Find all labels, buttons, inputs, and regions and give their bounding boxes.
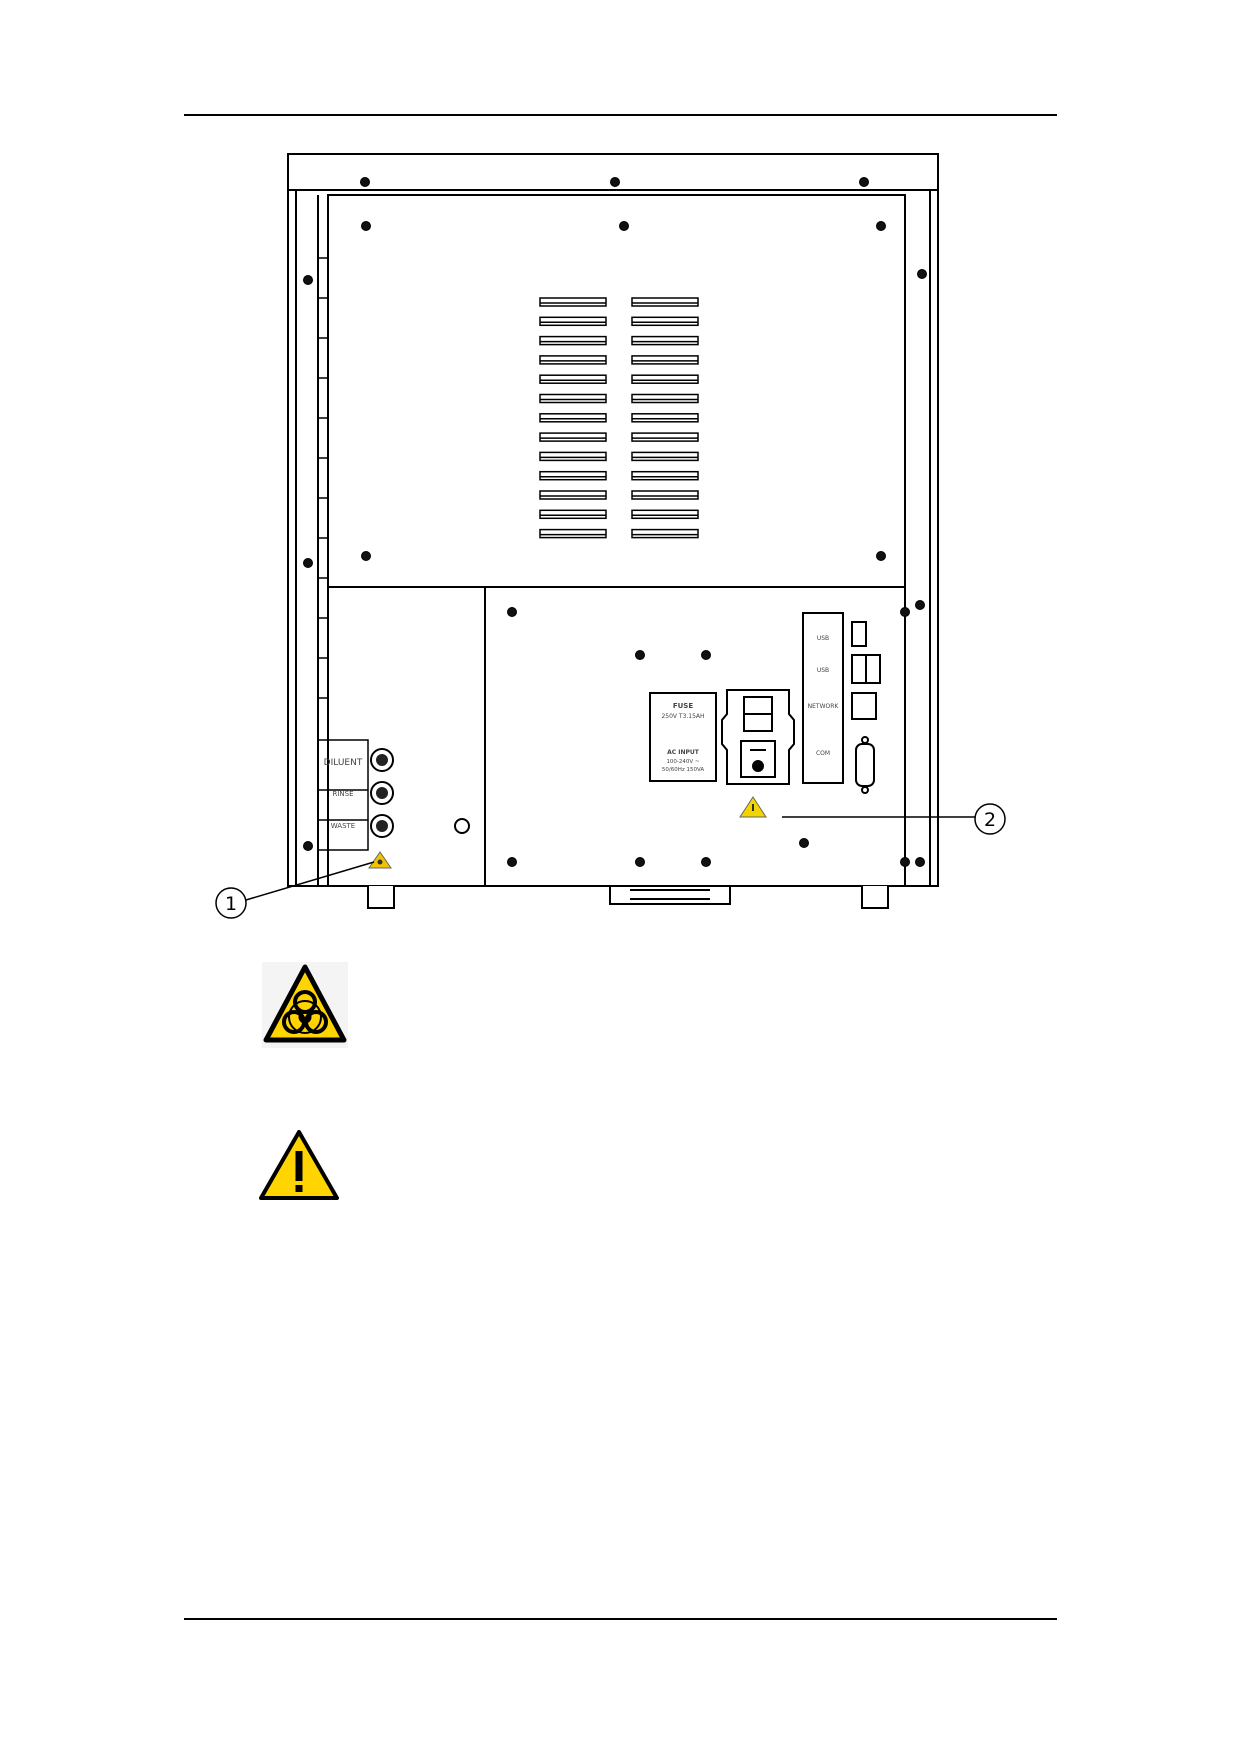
vent-slot (539, 413, 607, 423)
vent-slot (631, 509, 699, 520)
vent-slot (539, 355, 607, 365)
callout-1 (215, 887, 247, 919)
vent-slot (631, 451, 699, 462)
vent-slot (539, 297, 607, 307)
screw (361, 551, 371, 561)
usb-port-1 (851, 621, 867, 647)
screw (701, 857, 711, 867)
device-caution-sticker (739, 796, 767, 818)
vent-slot (539, 374, 607, 384)
vent-slot (631, 490, 699, 500)
network-port (851, 692, 877, 720)
screw (915, 857, 925, 867)
waste-label: WASTE (331, 822, 355, 830)
ac-input-frequency: 50/60Hz 150VA (662, 767, 705, 773)
network-label: NETWORK (808, 703, 840, 710)
vent-slot (539, 470, 607, 481)
port-label-panel (802, 612, 844, 784)
screw (303, 558, 313, 568)
screw (915, 600, 925, 610)
vent-slot (539, 432, 607, 442)
vent-slot (539, 451, 607, 462)
screw (876, 551, 886, 561)
screw (799, 838, 809, 848)
screw (507, 607, 517, 617)
fuse-label-plate (649, 692, 717, 782)
screw (635, 857, 645, 867)
callout-2-number: 2 (984, 809, 996, 831)
caution-warning-icon (259, 1130, 339, 1200)
fuse-rating: 250V T3.15AH (661, 713, 704, 720)
screw (303, 841, 313, 851)
usb-label-1: USB (817, 635, 829, 642)
vent-slot (539, 528, 607, 539)
callout-2 (974, 803, 1006, 835)
screw (900, 857, 910, 867)
connector-label-strip (317, 739, 369, 851)
screw (876, 221, 886, 231)
com-port (855, 743, 875, 787)
ac-input-voltage: 100-240V ~ (666, 759, 699, 765)
diluent-label: DILUENT (324, 758, 363, 768)
vent-slot (539, 509, 607, 520)
screw (361, 221, 371, 231)
vent-slot (539, 490, 607, 500)
vent-slot (631, 297, 699, 307)
com-label: COM (816, 750, 830, 757)
footer-rule (184, 1618, 1057, 1620)
vent-slot (631, 470, 699, 481)
vent-slot (631, 413, 699, 423)
fuse-title: FUSE (673, 702, 694, 710)
screw (859, 177, 869, 187)
rinse-label: RINSE (332, 790, 353, 798)
vent-slot (539, 335, 607, 346)
ventilation-grille (539, 297, 699, 539)
left-foot (367, 886, 395, 909)
vent-slot (631, 393, 699, 404)
device-biohazard-sticker (368, 851, 392, 869)
screw (619, 221, 629, 231)
callout-1-number: 1 (225, 893, 237, 915)
spare-port (454, 818, 470, 834)
screw (303, 275, 313, 285)
screw (635, 650, 645, 660)
vent-slot (631, 528, 699, 539)
bottom-bracket (609, 885, 731, 905)
vent-slot (631, 316, 699, 327)
vent-slot (539, 316, 607, 327)
vent-slot (539, 393, 607, 404)
screw (360, 177, 370, 187)
screw (507, 857, 517, 867)
vent-slot (631, 355, 699, 365)
screw (917, 269, 927, 279)
panel-screws (303, 177, 927, 867)
right-foot (861, 886, 889, 909)
power-inlet-module (721, 689, 795, 785)
usb-label-2: USB (817, 667, 829, 674)
header-rule (184, 114, 1057, 116)
upper-panel (327, 194, 906, 588)
screw (610, 177, 620, 187)
screw (701, 650, 711, 660)
ac-input-title: AC INPUT (667, 749, 700, 756)
vent-slot (631, 432, 699, 442)
biohazard-warning-icon (262, 962, 348, 1048)
vent-slot (631, 335, 699, 346)
screw (900, 607, 910, 617)
vent-slot (631, 374, 699, 384)
